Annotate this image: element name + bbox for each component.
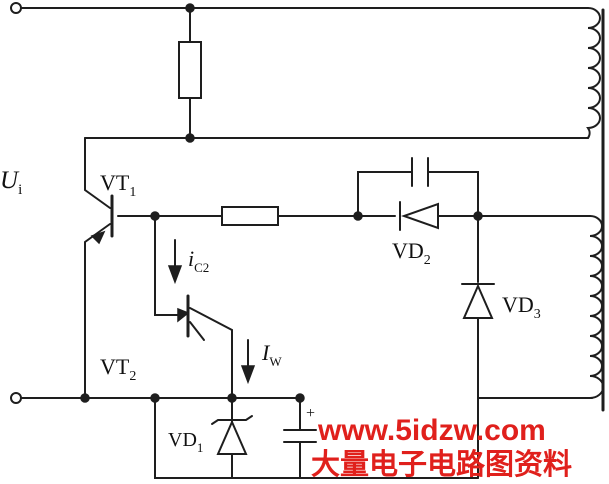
label-vt1: VT1	[100, 170, 136, 200]
zener-vd1	[211, 415, 253, 455]
label-capacitor-plus: +	[306, 405, 315, 422]
input-terminal-top	[10, 2, 22, 14]
transformer-secondary-winding	[589, 215, 605, 399]
transistor-vt1	[90, 194, 114, 245]
label-vd1: VD1	[168, 429, 203, 455]
input-terminal-bottom	[10, 392, 22, 404]
label-vt2: VT2	[100, 354, 136, 384]
diode-vd3	[461, 283, 495, 319]
label-input-voltage: Ui	[0, 167, 22, 198]
capacitor-top	[411, 157, 429, 187]
current-arrow-iw	[240, 339, 256, 385]
current-arrow-ic2	[167, 239, 183, 285]
watermark-title: 大量电子电路图资料	[311, 447, 572, 481]
label-iw: IW	[261, 340, 282, 369]
resistor-top	[178, 41, 202, 99]
transformer-primary-winding	[586, 7, 601, 139]
label-vd2: VD2	[392, 238, 431, 268]
diode-vd2	[399, 201, 439, 231]
resistor-middle	[221, 206, 279, 226]
watermark-site: www.5idzw.com	[317, 414, 546, 447]
label-ic2: iC2	[188, 246, 209, 275]
junction-dots	[80, 3, 483, 403]
circuit-wires	[21, 7, 593, 479]
transistor-vt2	[177, 294, 190, 338]
capacitor-bottom	[283, 429, 317, 443]
label-vd3: VD3	[502, 292, 541, 322]
